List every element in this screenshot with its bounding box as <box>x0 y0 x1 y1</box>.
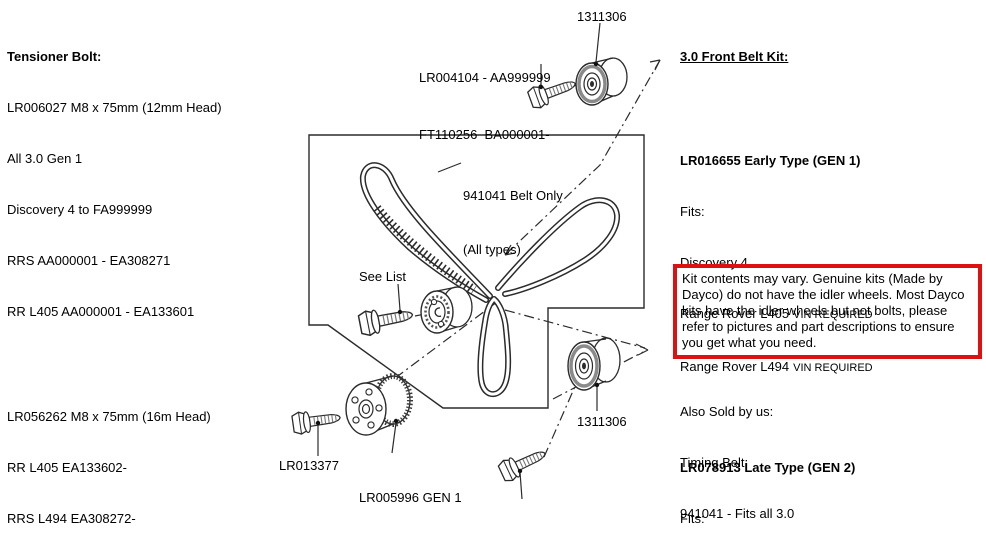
leader-dots <box>315 61 600 474</box>
vin-required-note: VIN REQUIRED <box>793 309 873 321</box>
bolt-bottom <box>497 443 549 483</box>
part-number: FT110256 BA000001- <box>419 127 550 142</box>
part-number: 941041 Belt Only <box>463 188 563 203</box>
kit-contents-note-box: Kit contents may vary. Genuine kits (Mad… <box>673 264 982 359</box>
right-heading: 3.0 Front Belt Kit: <box>680 49 789 64</box>
kit1-name: LR016655 Early Type (GEN 1) <box>680 153 861 168</box>
diagram-frame-box <box>308 134 645 409</box>
kit2-name: LR078913 Late Type (GEN 2) <box>680 460 856 475</box>
vehicle: Range Rover L405 <box>680 306 790 321</box>
part-number: LR004104 - AA999999 <box>419 70 551 85</box>
label-top-idler-part: 1311306 <box>577 9 627 24</box>
kit-contents-note: Kit contents may vary. Genuine kits (Mad… <box>682 271 965 350</box>
vin-required-note: VIN REQUIRED <box>793 362 873 374</box>
left-line: All 3.0 Gen 1 <box>7 151 83 166</box>
left-line: LR056262 M8 x 75mm (16m Head) <box>7 409 211 424</box>
label-belt-part: 941041 Belt Only (All types) <box>463 151 563 295</box>
label-see-list: See List <box>359 269 406 284</box>
part-number: LR005996 GEN 1 <box>359 490 462 505</box>
left-line: RRS AA000001 - EA308271 <box>7 253 171 268</box>
belt-teeth <box>373 205 477 294</box>
left-heading: Tensioner Bolt: <box>7 49 102 64</box>
front-belt-kit-notes: 3.0 Front Belt Kit: LR016655 Early Type … <box>680 14 907 540</box>
vehicle: Range Rover L494 <box>680 359 790 374</box>
also-line: Also Sold by us: <box>680 404 774 419</box>
leader-lines <box>317 22 601 500</box>
timing-belt <box>359 162 620 398</box>
left-line: Discovery 4 to FA999999 <box>7 202 153 217</box>
also-sold-notes: Also Sold by us: Timing Belt: 941041 - F… <box>680 369 794 540</box>
left-line: RRS L494 EA308272- <box>7 511 136 526</box>
also-line: Timing Belt: <box>680 455 749 470</box>
part-number: (All types) <box>463 242 521 257</box>
label-crank-sprocket-part: LR005996 GEN 1 LR067242 GEN 2 <box>359 453 462 540</box>
top-idler-pulley <box>575 57 628 106</box>
left-line: RR L405 AA000001 - EA133601 <box>7 304 195 319</box>
label-crank-bolt-part: LR013377 <box>279 458 339 473</box>
tensioner-pulley <box>420 286 473 334</box>
part-number: LR004104 - AA999999 <box>492 536 624 540</box>
kit2-fits-label: Fits: <box>680 511 705 526</box>
also-line: 941041 - Fits all 3.0 <box>680 506 795 521</box>
left-line: LR006027 M8 x 75mm (12mm Head) <box>7 100 222 115</box>
label-top-bolt-part: LR004104 - AA999999 FT110256 BA000001- <box>419 30 551 182</box>
bolt-tensioner <box>358 302 415 336</box>
label-bottom-bolt-part: LR004104 - AA999999 FT110256 BA000001- <box>492 500 624 540</box>
kit1-fits-label: Fits: <box>680 204 705 219</box>
crank-sprocket <box>345 373 413 436</box>
left-line: RR L405 EA133602- <box>7 460 127 475</box>
label-right-idler-part: 1311306 <box>577 414 627 429</box>
tensioner-bolt-notes: Tensioner Bolt: LR006027 M8 x 75mm (12mm… <box>7 14 301 540</box>
right-idler-pulley <box>567 337 621 391</box>
